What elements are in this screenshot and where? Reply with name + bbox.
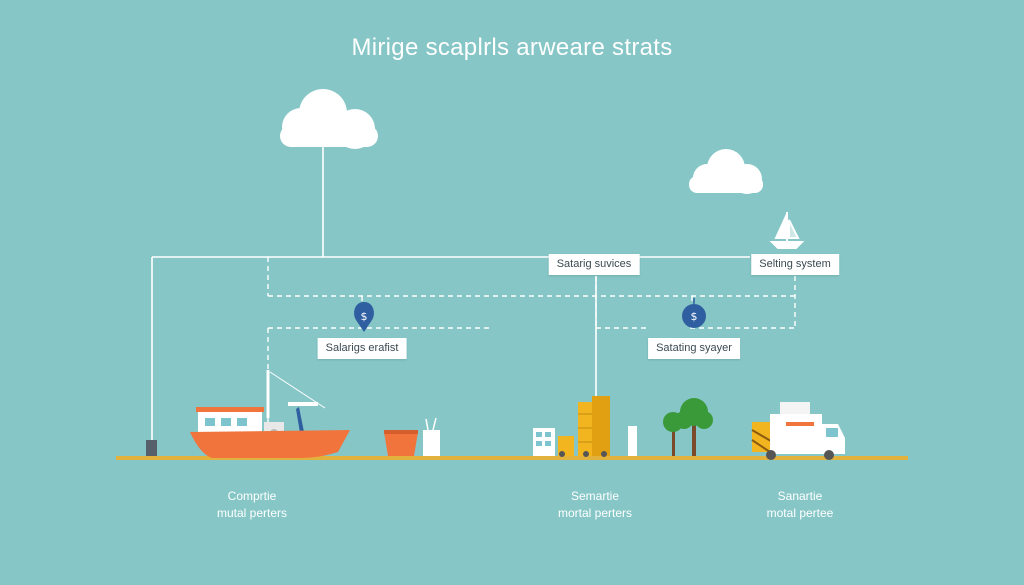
marker-symbol: $ [691, 310, 698, 323]
caption-center: Semartie mortal perters [515, 488, 675, 522]
caption-left: Comprtie mutal perters [172, 488, 332, 522]
caption-center-line1: Semartie [570, 489, 620, 503]
node-system: Selting system [751, 254, 839, 275]
boat-icon [190, 370, 350, 458]
dollar-pin-icon: $ [354, 302, 374, 332]
dollar-pin-icon: $ [682, 298, 706, 328]
diagram-title: Mirige scaplrls arweare strats [351, 34, 673, 61]
ground-line [116, 456, 908, 460]
factory-icon [533, 396, 637, 457]
sailboat-icon [769, 212, 805, 249]
tree-icon [663, 398, 713, 456]
delivery-truck-icon [751, 402, 845, 460]
node-services: Satarig suvices [548, 254, 640, 275]
node-erafist: Salarigs erafist [317, 338, 407, 359]
caption-right-line2: motal pertee [766, 506, 834, 520]
caption-right-line1: Sanartie [777, 489, 823, 503]
post-icon [146, 440, 157, 456]
cloud-icon [689, 149, 763, 194]
solid-connectors [151, 147, 750, 442]
cloud-icon [280, 89, 378, 149]
caption-right: Sanartie motal pertee [720, 488, 880, 522]
caption-center-line2: mortal perters [557, 506, 633, 520]
marker-symbol: $ [361, 310, 368, 323]
node-sayer: Satating syayer [648, 338, 740, 359]
caption-left-line2: mutal perters [216, 506, 288, 520]
caption-left-line1: Comprtie [227, 489, 277, 503]
crate-icon [384, 417, 440, 456]
